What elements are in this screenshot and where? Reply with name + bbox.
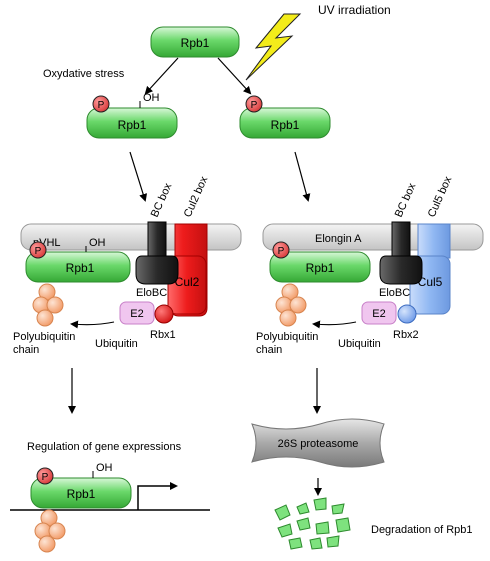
e2-left-label: E2 (130, 308, 143, 320)
e2-right (361, 301, 397, 325)
oh-label: OH (143, 92, 160, 104)
rpb1-complex-right (269, 251, 371, 283)
chain-left-label: chain (13, 344, 39, 356)
polyubiquitin-left-label: Polyubiquitin (13, 331, 75, 343)
phospho-label: P (35, 246, 42, 257)
elobc-left (135, 255, 179, 285)
ubiquitin-icon (38, 535, 56, 553)
uv-irradiation-label: UV irradiation (318, 3, 391, 17)
ubiquitin-icon (46, 296, 64, 314)
top-rpb1-label: Rpb1 (181, 36, 210, 50)
elongin-complex: Elongin A Cul5 EloBC Rbx2 E2 Rpb1 P Poly… (256, 174, 484, 356)
arrow-to-uv-branch (217, 57, 252, 95)
rbx1-label: Rbx1 (150, 329, 176, 341)
phospho-label: P (42, 472, 49, 483)
phospho-label: P (98, 100, 105, 111)
phospho-icon (29, 241, 47, 259)
ubiquitin-left-label: Ubiquitin (95, 338, 138, 350)
bc-box-left (147, 221, 167, 257)
fragment-shape (315, 521, 330, 535)
cul5-label: Cul5 (418, 275, 443, 289)
fragment-shape (288, 537, 303, 550)
rbx2-label: Rbx2 (393, 329, 419, 341)
phospho-icon (36, 467, 54, 485)
cul5-box-label: Cul5 box (426, 174, 455, 219)
fragment-shape (326, 535, 340, 548)
elongin-a-label: Elongin A (315, 233, 362, 245)
oh-label: OH (96, 462, 113, 474)
proteasome: 26S proteasome (251, 418, 385, 468)
fragment-shape (274, 504, 291, 521)
ubiquitin-right-label: Ubiquitin (338, 338, 381, 350)
e2-right-label: E2 (372, 308, 385, 320)
ubiquitin-icon (48, 522, 66, 540)
cul5-box-shape (417, 223, 451, 259)
bc-box-left-label: BC box (149, 181, 175, 219)
e2-left (119, 301, 155, 325)
fragment-shape (277, 523, 293, 538)
cul2-label: Cul2 (175, 275, 200, 289)
rpb1-fragments (274, 497, 351, 550)
gene-regulation: Rpb1 P OH (10, 462, 210, 553)
rpb1-complex-left (25, 251, 131, 283)
rbx1-circle (154, 304, 174, 324)
elobc-left-label: EloBC (136, 287, 167, 299)
fragment-shape (335, 517, 351, 533)
oh-label: OH (89, 237, 106, 249)
rbx2-circle (397, 304, 417, 324)
phospho-icon (92, 95, 110, 113)
fragment-shape (296, 502, 310, 515)
rpb1-complex-right-label: Rpb1 (306, 261, 335, 275)
phospho-label: P (251, 100, 258, 111)
ubiquitin-transfer-arrow-right (312, 320, 357, 329)
fragment-shape (296, 517, 311, 531)
proteasome-shape (251, 418, 385, 468)
arrow-to-pvhl-complex (129, 151, 148, 202)
rpb1-on-dna-label: Rpb1 (67, 487, 96, 501)
cul2-box-label: Cul2 box (182, 174, 211, 219)
arrow-to-elongin-complex (294, 151, 311, 202)
fragment-shape (331, 503, 345, 515)
phospho-label: P (278, 246, 285, 257)
ubiquitin-icon (36, 309, 54, 327)
rpb1-oxidized: Rpb1 P OH (86, 92, 178, 139)
uv-lightning-icon (245, 13, 302, 81)
elobc-right (379, 255, 423, 285)
bc-box-right-label: BC box (393, 181, 419, 219)
regulation-label: Regulation of gene expressions (27, 441, 182, 453)
bc-box-right (391, 221, 411, 257)
phospho-icon (245, 95, 263, 113)
ubiquitin-transfer-arrow-left (70, 320, 115, 329)
chain-right-label: chain (256, 344, 282, 356)
oxidative-stress-label: Oxydative stress (43, 68, 125, 80)
phospho-icon (272, 241, 290, 259)
proteasome-label: 26S proteasome (278, 438, 359, 450)
degradation-label: Degradation of Rpb1 (371, 524, 473, 536)
ubiquitin-icon (289, 296, 307, 314)
elobc-right-label: EloBC (379, 287, 410, 299)
rpb1-complex-left-label: Rpb1 (66, 261, 95, 275)
rpb1-uv: Rpb1 P (239, 95, 331, 139)
polyubiquitin-right-label: Polyubiquitin (256, 331, 318, 343)
pvhl-complex: pVHL Cul2 EloBC Rbx1 E2 Rpb1 P OH Polyub… (13, 174, 242, 356)
rpb1-oxidized-label: Rpb1 (118, 118, 147, 132)
rpb1-uv-label: Rpb1 (271, 118, 300, 132)
ubiquitin-icon (279, 309, 297, 327)
fragment-shape (313, 497, 327, 511)
transcription-start-arrow (137, 482, 178, 510)
fragment-shape (309, 537, 323, 550)
top-rpb1: Rpb1 (150, 26, 240, 58)
arrow-to-oxidative-branch (144, 57, 179, 95)
rpb1-on-dna (30, 477, 132, 509)
